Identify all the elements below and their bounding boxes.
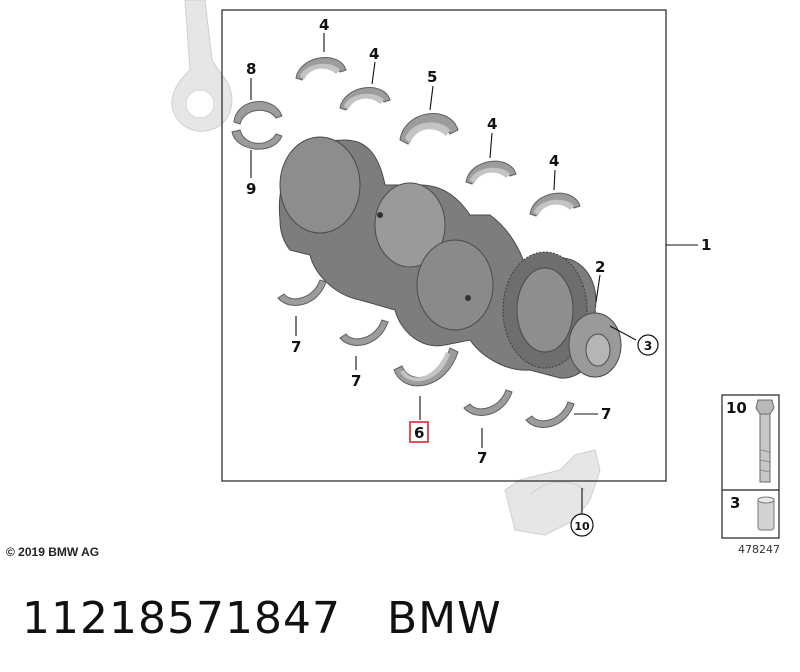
crankshaft[interactable] <box>278 136 622 379</box>
bearing-shell-8[interactable] <box>233 101 283 125</box>
callout-10-circle <box>570 513 594 537</box>
callout-1: 1 <box>701 236 711 254</box>
callout-5: 5 <box>427 68 437 86</box>
callout-10: 10 <box>574 520 590 533</box>
bearing-shell-4b[interactable] <box>339 87 391 111</box>
bolt-icon <box>755 399 775 483</box>
callout-4c: 4 <box>487 115 497 133</box>
callout-7b: 7 <box>351 372 361 390</box>
part-number: 11218571847 <box>22 592 341 644</box>
brand-name: BMW <box>386 592 502 644</box>
bearing-shell-5[interactable] <box>399 113 459 145</box>
connecting-rod-ghost <box>171 0 233 132</box>
bearing-shell-7a[interactable] <box>277 279 327 306</box>
callout-3: 3 <box>644 339 652 353</box>
callout-4b: 4 <box>369 45 379 63</box>
footer: 11218571847 BMW <box>22 588 502 648</box>
callout-6: 6 <box>414 424 424 442</box>
callout-2: 2 <box>595 258 605 276</box>
callout-4a: 4 <box>319 16 329 34</box>
bearing-shell-6[interactable] <box>393 347 459 387</box>
callout-7a: 7 <box>291 338 301 356</box>
bearing-shell-7d[interactable] <box>525 401 575 428</box>
sleeve-icon <box>757 496 775 531</box>
callout-4d: 4 <box>549 152 559 170</box>
callout-7c: 7 <box>477 449 487 467</box>
callout-9: 9 <box>246 180 256 198</box>
callout-7d: 7 <box>601 405 611 423</box>
image-code: 478247 <box>738 543 780 556</box>
legend-item-10: 10 <box>726 399 747 417</box>
bearing-shell-4a[interactable] <box>295 57 347 81</box>
bearing-shell-4c[interactable] <box>465 160 517 185</box>
bearing-shell-9[interactable] <box>231 129 283 150</box>
legend-item-3: 3 <box>730 494 740 512</box>
bearing-shell-7b[interactable] <box>339 319 389 346</box>
callout-8: 8 <box>246 60 256 78</box>
parts-diagram: 4 4 5 4 4 8 9 1 2 3 7 7 6 7 7 10 10 3 47… <box>6 0 780 559</box>
bearing-cap-ghost <box>504 449 601 536</box>
legend-box: 10 3 <box>721 394 780 539</box>
bearing-shell-7c[interactable] <box>463 389 513 416</box>
bearing-shell-4d[interactable] <box>529 192 581 217</box>
copyright: © 2019 BMW AG <box>6 545 99 559</box>
callout-6-highlight[interactable] <box>409 421 429 443</box>
callout-3-circle <box>637 334 659 356</box>
